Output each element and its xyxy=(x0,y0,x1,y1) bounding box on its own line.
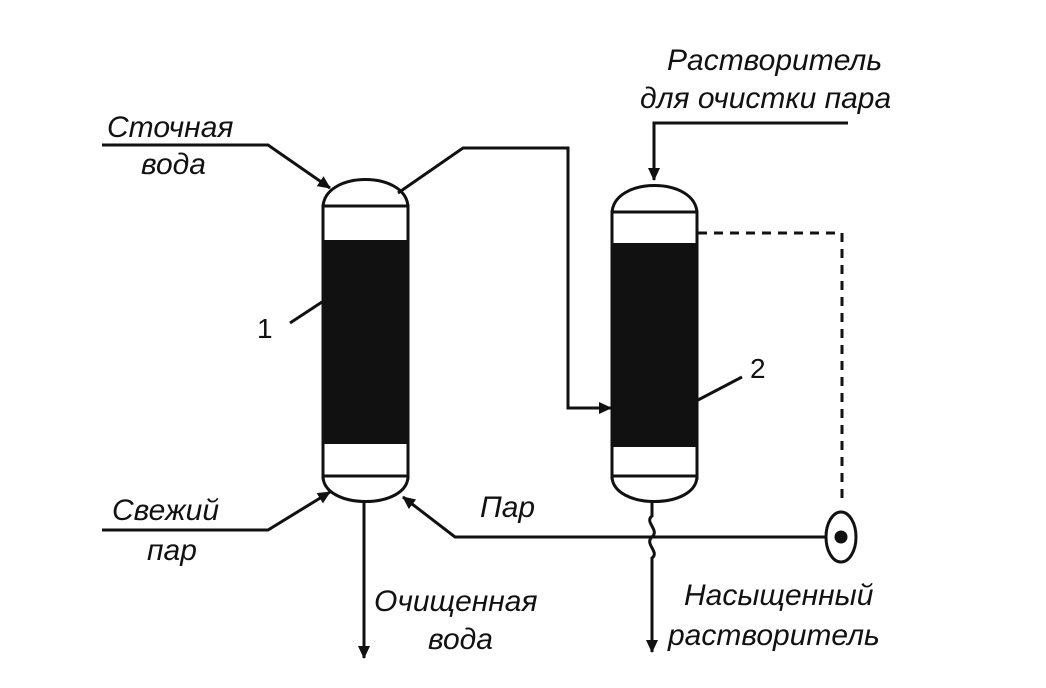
solvent-inlet-arrow xyxy=(648,121,848,181)
label-purified-water-line1: Очищенная xyxy=(374,585,538,618)
label-solvent-line1: Растворитель xyxy=(667,44,882,77)
dashed-connection xyxy=(698,231,844,505)
saturated-solvent-outlet-arrow xyxy=(646,502,658,653)
leader-column-2 xyxy=(697,375,743,402)
label-fresh-steam-line1: Свежий xyxy=(112,494,219,527)
label-saturated-solvent-line2: растворитель xyxy=(667,619,880,652)
label-fresh-steam-line2: пар xyxy=(147,534,197,567)
label-solvent-line2: для очистки пара xyxy=(640,82,891,115)
steam-return-arrow xyxy=(402,495,826,539)
label-purified-water-line2: вода xyxy=(428,623,493,656)
column-1-packing xyxy=(323,240,408,444)
column-2 xyxy=(610,184,699,503)
column-1 xyxy=(321,178,410,503)
column-2-bottom-cap xyxy=(610,474,699,503)
column-2-top-cap xyxy=(610,184,699,216)
fresh-steam-inlet-arrow xyxy=(102,490,331,532)
column-2-packing xyxy=(612,243,697,447)
column-number-1: 1 xyxy=(257,313,273,344)
column-number-2: 2 xyxy=(750,353,766,384)
column-1-top-cap xyxy=(321,178,410,210)
separator-symbol xyxy=(824,510,858,564)
vapor-line xyxy=(397,146,612,414)
column-1-bottom-cap xyxy=(321,474,410,503)
label-steam: Пар xyxy=(480,491,535,524)
label-waste-water-line2: вода xyxy=(141,148,206,181)
waste-water-inlet-arrow xyxy=(102,143,331,190)
label-waste-water-line1: Сточная xyxy=(107,111,233,144)
leader-column-1 xyxy=(289,300,323,325)
label-saturated-solvent-line1: Насыщенный xyxy=(684,579,874,612)
